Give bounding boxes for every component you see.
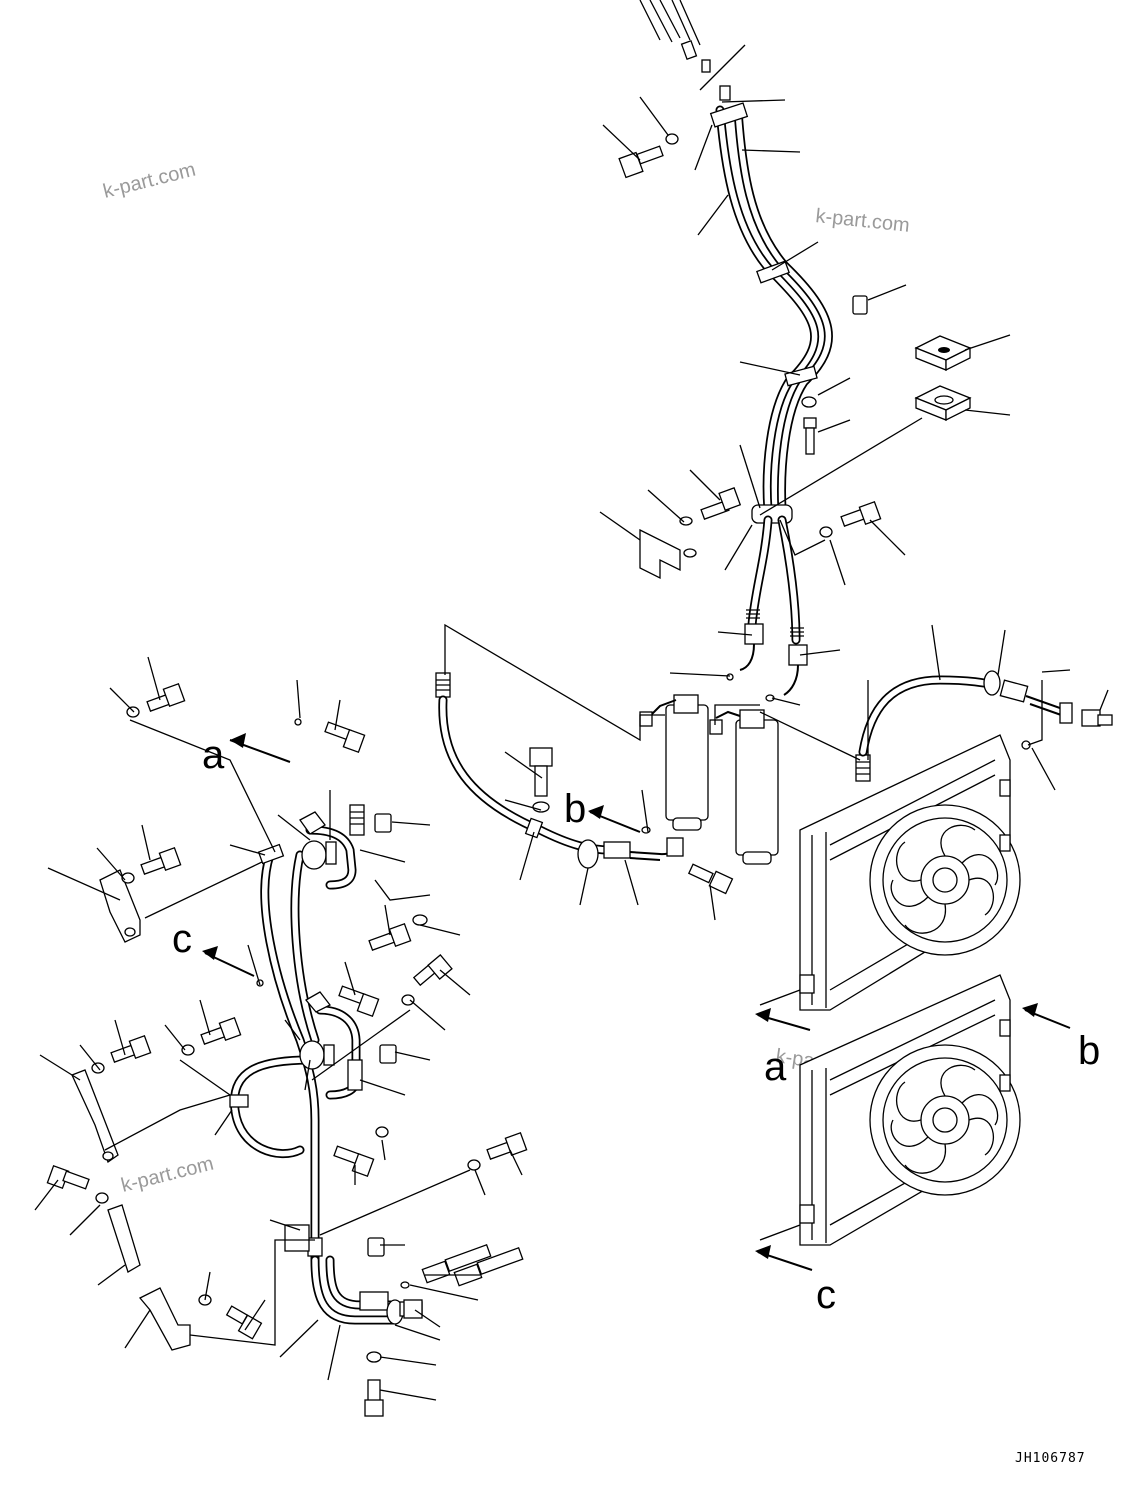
ref-letter-a-right: a: [764, 1045, 787, 1089]
left-fasteners: [46, 682, 528, 1417]
ref-letter-a-top: a: [202, 733, 225, 777]
watermark-1: k-part.com: [101, 159, 198, 203]
middle-hose-assembly: [435, 672, 734, 895]
receiver-drier-pair: [639, 694, 779, 865]
left-hose-assembly: [229, 804, 423, 1325]
right-hose-assembly: [855, 670, 1113, 782]
reference-arrows: [202, 733, 1071, 1271]
upper-hose-assembly: [639, 0, 833, 696]
ref-letter-c-right: c: [816, 1273, 836, 1317]
watermark-4: k-part.com: [119, 1153, 216, 1197]
lower-condenser: [799, 974, 1021, 1246]
ref-letter-b-right: b: [1078, 1029, 1100, 1073]
watermark-2: k-part.com: [814, 205, 910, 237]
leader-lines: [34, 44, 1109, 1401]
upper-condenser: [799, 734, 1021, 1011]
ref-letter-b-mid: b: [564, 787, 586, 831]
reference-letters: a b c a b c: [172, 733, 1100, 1317]
ref-letter-c-left: c: [172, 917, 192, 961]
top-fasteners: [618, 133, 972, 702]
drawing-code: JH106787: [1015, 1451, 1086, 1466]
watermark-layer: k-part.com k-part.com k-part.com k-part.…: [101, 159, 911, 1197]
